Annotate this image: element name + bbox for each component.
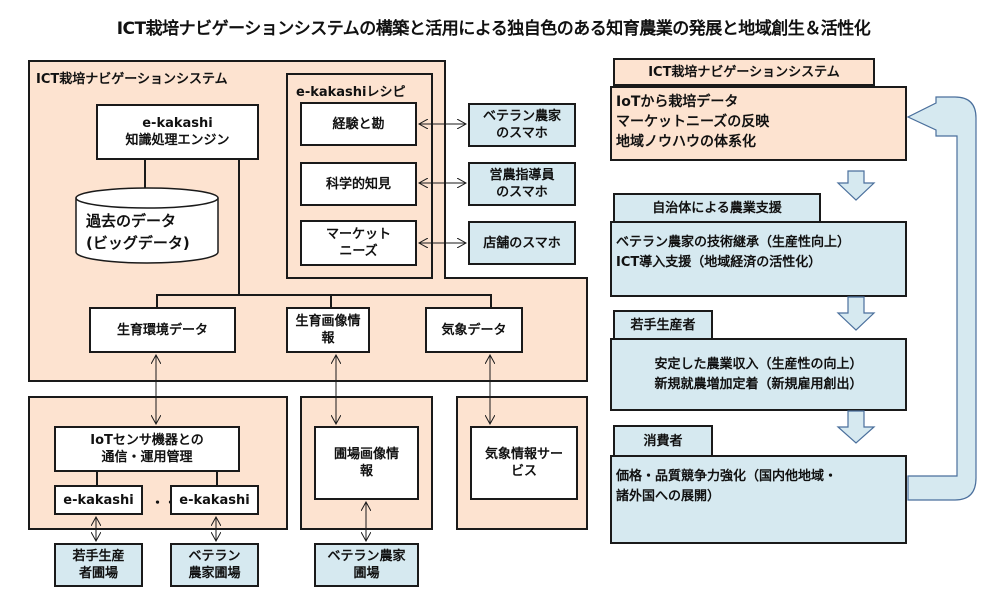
diagram-title: ICT栽培ナビゲーションシステムの構築と活用による独自色のある知育農業の発展と地… [116,19,871,39]
growth-image-data-box: 生育画像情 報 [286,307,370,353]
flow-body-municipal: ベテラン農家の技術継承（生産性向上） ICT導入支援（地域経済の活性化） [610,221,907,297]
database-cylinder-icon [75,187,219,264]
recipe-label: e-kakashiレシピ [296,85,406,100]
store-smartphone-box: 店舗のスマホ [468,221,576,265]
knowledge-engine-box: e-kakashi 知識処理エンジン [96,104,259,160]
advisor-smartphone-box: 営農指導員 のスマホ [468,162,576,206]
veteran-farmer-field-box: ベテラン農家 圃場 [314,543,419,587]
return-arrow [906,96,977,501]
recipe-item-experience: 経験と勘 [300,102,417,146]
down-arrow-3 [836,410,876,444]
recipe-item-science: 科学的知見 [300,162,417,206]
system-panel-label: ICT栽培ナビゲーションシステム [36,72,228,87]
veteran-field-box: ベテラン 農家圃場 [170,543,259,587]
flow-tab-municipal: 自治体による農業支援 [613,193,821,223]
veteran-smartphone-box: ベテラン農家 のスマホ [468,103,576,147]
flow-tab-system: ICT栽培ナビゲーションシステム [613,58,875,86]
flow-body-young-farmer: 安定した農業収入（生産性の向上） 新規就農増加定着（新規雇用創出） [610,338,907,411]
down-arrow-2 [836,296,876,331]
flow-tab-consumer: 消費者 [613,425,713,457]
flow-body-consumer: 価格・品質競争力強化（国内他地域・ 諸外国への展開） [610,455,907,544]
e-kakashi-device-2: e-kakashi [170,485,259,515]
young-farmer-field-box: 若手生産 者圃場 [54,543,143,587]
weather-service-box: 気象情報サー ビス [470,426,578,500]
e-kakashi-device-1: e-kakashi [54,485,143,515]
field-image-info-box: 圃場画像情 報 [314,426,419,500]
flow-tab-young-farmer: 若手生産者 [613,310,713,340]
iot-management-box: IoTセンサ機器との 通信・運用管理 [54,426,240,472]
database-label: 過去のデータ (ビッグデータ) [86,212,190,252]
down-arrow-1 [836,170,876,201]
flow-body-system: IoTから栽培データ マーケットニーズの反映 地域ノウハウの体系化 [610,86,907,161]
growth-env-data-box: 生育環境データ [89,307,236,353]
weather-data-box: 気象データ [425,307,523,353]
recipe-item-market: マーケット ニーズ [300,220,417,266]
